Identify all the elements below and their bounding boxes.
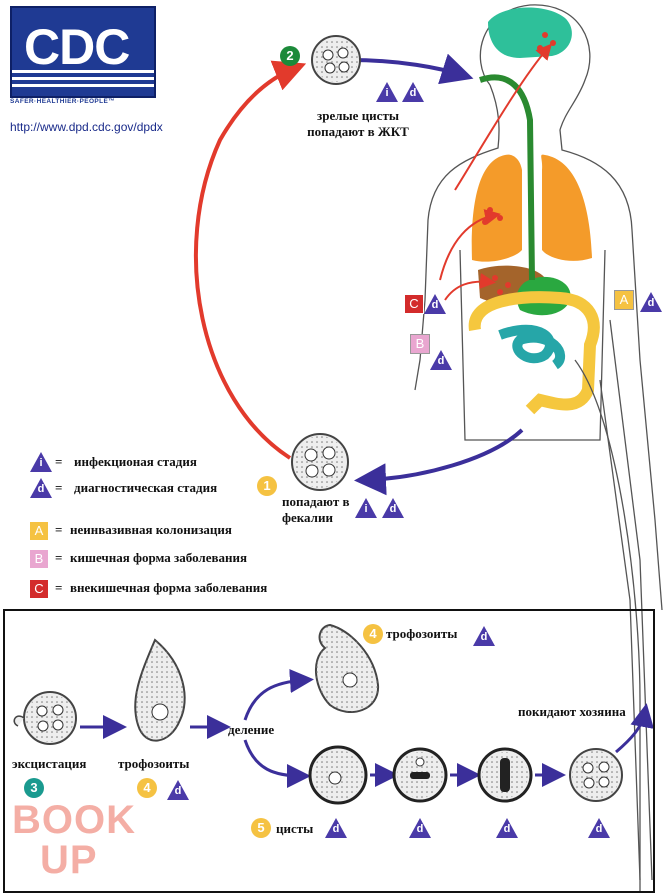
excystation-label: эксцистация [12, 756, 87, 771]
cdc-url[interactable]: http://www.dpd.cdc.gov/dpdx [10, 120, 163, 134]
trophozoites-label-2: трофозоиты [386, 626, 458, 641]
diagnostic-stage-triangle: d [496, 818, 518, 838]
dissemination-arrow-brain [454, 43, 552, 191]
diagnostic-stage-triangle: d [325, 818, 347, 838]
dissemination-arrow-lung [439, 209, 501, 281]
esophagus [479, 74, 535, 281]
watermark-line-1: BOOK [12, 798, 136, 842]
intestinal-disease-mark: B [410, 334, 430, 354]
noninvasive-colonization-mark: A [614, 290, 634, 310]
watermark-line-2: UP [40, 838, 98, 882]
legend-noninvasive-text: неинвазивная колонизация [70, 522, 232, 537]
trophozoites-label-1: трофозоиты [118, 756, 190, 771]
diagnostic-stage-mark: d [431, 299, 439, 311]
feces-cyst-image [291, 433, 349, 491]
excretion-arrow [354, 428, 524, 496]
diagnostic-stage-mark: d [480, 631, 488, 643]
legend-eq: = [55, 454, 63, 469]
infective-stage-triangle: i [355, 498, 377, 518]
human-body-outline [414, 4, 663, 881]
brain-organ [488, 7, 572, 58]
diagnostic-stage-mark: d [595, 823, 603, 835]
infective-stage-mark: i [364, 503, 368, 515]
mature-cysts-label: зрелые цисты попадают в ЖКТ [307, 108, 409, 139]
legend-infective-icon: i [30, 452, 52, 472]
legend-noninvasive-icon: A [30, 522, 48, 540]
arrow-division-to-trophozoite [243, 669, 314, 721]
cdc-logo-stripes [12, 70, 154, 87]
diagnostic-stage-triangle: d [473, 626, 495, 646]
diagnostic-stage-triangle: d [402, 82, 424, 102]
legend-intestinal-text: кишечная форма заболевания [70, 550, 248, 565]
diagnostic-stage-mark: d [416, 823, 424, 835]
left-lung [471, 154, 522, 262]
trophozoite-image-2 [314, 623, 380, 714]
stage-number-3: 3 [24, 778, 44, 798]
diagnostic-stage-mark: d [332, 823, 340, 835]
cysts-label: цисты [276, 821, 314, 836]
diagnostic-stage-mark: d [174, 785, 182, 797]
binucleate-cyst-image [477, 747, 533, 803]
trophozoite-image-1 [134, 638, 186, 742]
diagnostic-stage-triangle: d [409, 818, 431, 838]
legend: i = инфекционая стадия d = диагностическ… [30, 452, 330, 602]
diagnostic-stage-triangle: d [588, 818, 610, 838]
infective-stage-mark: i [385, 87, 389, 99]
division-label: деление [228, 722, 275, 737]
diagnostic-stage-mark: d [647, 297, 655, 309]
diagnostic-stage-triangle: d [430, 350, 452, 370]
diagnostic-stage-triangle: d [640, 292, 662, 312]
precyst-image [308, 745, 368, 805]
stage-number-1: 1 [257, 476, 277, 496]
colon-organ [468, 291, 600, 415]
excystation-cyst-image [13, 691, 77, 745]
diagnostic-stage-mark: d [389, 503, 397, 515]
diagnostic-stage-mark: d [437, 355, 445, 367]
leave-host-label: покидают хозяина [518, 704, 626, 719]
dissemination-arrow-liver [444, 273, 496, 301]
small-intestine [498, 324, 565, 370]
intestinal-stages-panel [3, 609, 655, 893]
quadrinucleate-cyst-image [569, 748, 623, 802]
diagnostic-stage-triangle: d [167, 780, 189, 800]
legend-eq: = [55, 480, 63, 495]
diagnostic-stage-triangle: d [382, 498, 404, 518]
bookup-watermark: BOOK UP [12, 800, 136, 880]
legend-extraintestinal-icon: C [30, 580, 48, 598]
legend-infective-text: инфекционая стадия [74, 454, 197, 469]
feces-label: попадают в фекалии [282, 494, 350, 525]
stage-number-4-b: 4 [363, 624, 383, 644]
diagnostic-stage-mark: d [503, 823, 511, 835]
stage-number-5: 5 [251, 818, 271, 838]
extraintestinal-disease-mark: C [404, 294, 424, 314]
diagnostic-stage-mark: d [409, 87, 417, 99]
legend-diagnostic-symbol: d [37, 483, 45, 495]
cdc-logo: CDC [10, 6, 156, 98]
legend-diagnostic-icon: d [30, 478, 52, 498]
cdc-tagline: SAFER·HEALTHIER·PEOPLE™ [10, 98, 116, 105]
ingestion-arrow [349, 53, 474, 85]
arrow-leave-host [615, 703, 655, 754]
mature-cyst-image [311, 35, 361, 85]
cdc-logo-text: CDC [24, 19, 130, 75]
stage-number-4-a: 4 [137, 778, 157, 798]
legend-eq: = [55, 522, 63, 537]
right-lung [541, 154, 592, 261]
legend-extraintestinal-text: внекишечная форма заболевания [70, 580, 268, 595]
stage-number-2: 2 [280, 46, 300, 66]
legend-diagnostic-text: диагностическая стадия [74, 480, 218, 495]
legend-eq: = [55, 580, 63, 595]
cycle-arrow-red [194, 60, 307, 460]
infective-stage-triangle: i [376, 82, 398, 102]
legend-infective-symbol: i [39, 457, 43, 469]
uninucleate-cyst-image [392, 747, 448, 803]
arrow-division-to-cyst [243, 739, 311, 788]
legend-eq: = [55, 550, 63, 565]
host-exit-line [574, 359, 641, 893]
diagnostic-stage-triangle: d [424, 294, 446, 314]
legend-intestinal-icon: B [30, 550, 48, 568]
